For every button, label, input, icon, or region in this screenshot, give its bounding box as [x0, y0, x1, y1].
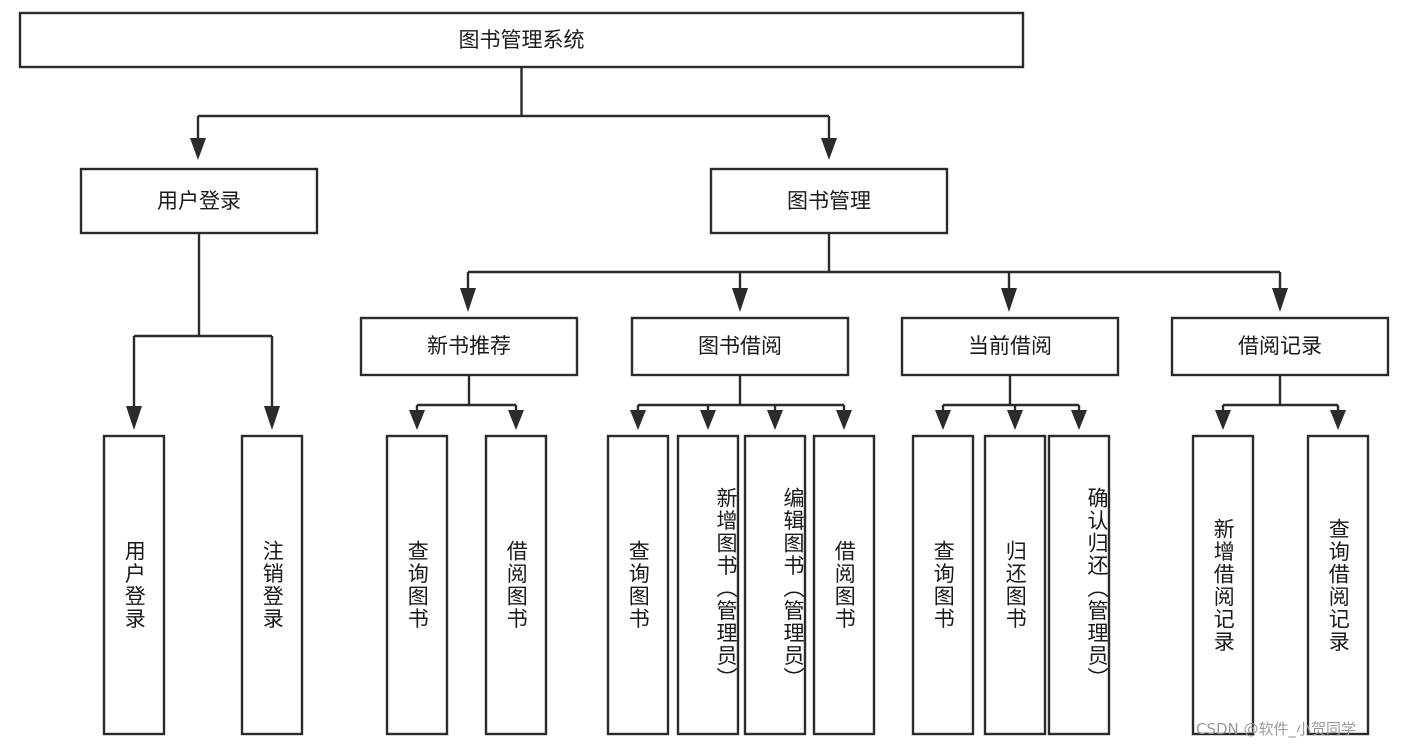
arrow-head-leaf-add-book	[700, 410, 716, 430]
edge-group-book-borrow	[630, 375, 852, 430]
leaf-label-edit-book: 编辑图书（管理员）	[781, 486, 805, 690]
leaf-box-borrow-book-1[interactable]	[484, 434, 548, 736]
leaf-box-borrow-book-2[interactable]	[812, 434, 876, 736]
node-user-login-box[interactable]	[79, 167, 319, 235]
leaf-label-query-book-1: 查询图书	[405, 540, 430, 630]
node-current-borrow-box[interactable]	[900, 316, 1120, 377]
node-current-borrow-label: 当前借阅	[968, 334, 1052, 358]
leaf-label-query-record: 查询借阅记录	[1326, 517, 1351, 653]
node-borrow-record[interactable]: 借阅记录	[1170, 316, 1390, 377]
node-borrow-record-label: 借阅记录	[1238, 334, 1322, 358]
leaf-label-user-login: 用户登录	[122, 540, 147, 630]
leaf-label-query-book-3: 查询图书	[931, 540, 956, 630]
arrow-head-leaf-query-record	[1330, 410, 1346, 430]
leaf-label-return-book: 归还图书	[1003, 540, 1028, 630]
arrow-head-leaf-query-book-3	[935, 410, 951, 430]
leaf-label-query-book-2: 查询图书	[626, 540, 651, 630]
node-book-borrow-box[interactable]	[630, 316, 850, 377]
leaf-box-confirm-return[interactable]	[1047, 434, 1111, 736]
arrow-head-leaf-query-book-1	[409, 410, 425, 430]
node-root[interactable]: 图书管理系统	[18, 11, 1025, 69]
leaf-box-query-book-2[interactable]	[606, 434, 670, 736]
node-new-book-label: 新书推荐	[427, 334, 511, 358]
arrow-head-leaf-borrow-book-1	[508, 410, 524, 430]
arrow-head-new-book	[460, 288, 476, 312]
leaf-label-add-book: 新增图书（管理员）	[714, 486, 738, 690]
edge-group-book-mgmt	[460, 233, 1288, 312]
arrow-head-book-borrow	[732, 288, 748, 312]
arrow-head-leaf-query-book-2	[630, 410, 646, 430]
arrow-head-user-login	[190, 138, 206, 160]
leaf-label-add-record: 新增借阅记录	[1211, 517, 1236, 653]
node-new-book[interactable]: 新书推荐	[359, 316, 579, 377]
leaf-label-borrow-book-1: 借阅图书	[504, 540, 529, 630]
edge-group-current-borrow	[935, 375, 1087, 430]
node-book-mgmt-box[interactable]	[709, 167, 949, 235]
edge-group-user-login	[126, 233, 280, 430]
arrow-head-leaf-logout	[264, 406, 280, 430]
node-root-label: 图书管理系统	[459, 28, 585, 52]
arrow-head-leaf-confirm-return	[1071, 410, 1087, 430]
leaf-box-logout[interactable]	[240, 434, 304, 736]
node-new-book-box[interactable]	[359, 316, 579, 377]
leaf-box-query-record[interactable]	[1306, 434, 1370, 736]
node-current-borrow[interactable]: 当前借阅	[900, 316, 1120, 377]
leaf-box-return-book[interactable]	[983, 434, 1047, 736]
edge-group-new-book	[409, 375, 524, 430]
node-root-box[interactable]	[18, 11, 1025, 69]
leaf-label-confirm-return: 确认归还（管理员）	[1085, 486, 1109, 690]
leaf-box-query-book-1[interactable]	[385, 434, 449, 736]
leaf-box-user-login[interactable]	[102, 434, 166, 736]
node-book-borrow-label: 图书借阅	[698, 334, 782, 358]
leaf-box-group	[102, 434, 1370, 736]
node-user-login-label: 用户登录	[157, 189, 241, 213]
leaf-box-query-book-3[interactable]	[911, 434, 975, 736]
arrow-head-leaf-user-login	[126, 406, 142, 430]
arrow-head-leaf-edit-book	[767, 410, 783, 430]
leaf-box-add-record[interactable]	[1191, 434, 1255, 736]
leaf-label-logout: 注销登录	[260, 540, 285, 630]
arrow-head-leaf-return-book	[1007, 410, 1023, 430]
arrow-head-current-borrow	[1001, 288, 1017, 312]
edge-group-root	[190, 67, 837, 160]
node-book-borrow[interactable]: 图书借阅	[630, 316, 850, 377]
arrow-head-leaf-add-record	[1215, 410, 1231, 430]
leaf-label-borrow-book-2: 借阅图书	[832, 540, 857, 630]
arrow-head-borrow-record	[1272, 288, 1288, 312]
csdn-watermark: CSDN @软件_小贺同学	[1196, 720, 1357, 738]
arrow-head-leaf-borrow-book-2	[836, 410, 852, 430]
arrow-head-book-mgmt	[821, 138, 837, 160]
leaf-box-add-book[interactable]	[676, 434, 740, 736]
edge-group-borrow-record	[1215, 375, 1346, 430]
node-book-mgmt-label: 图书管理	[787, 189, 871, 213]
node-user-login[interactable]: 用户登录	[79, 167, 319, 235]
node-book-mgmt[interactable]: 图书管理	[709, 167, 949, 235]
node-borrow-record-box[interactable]	[1170, 316, 1390, 377]
leaf-box-edit-book[interactable]	[743, 434, 807, 736]
